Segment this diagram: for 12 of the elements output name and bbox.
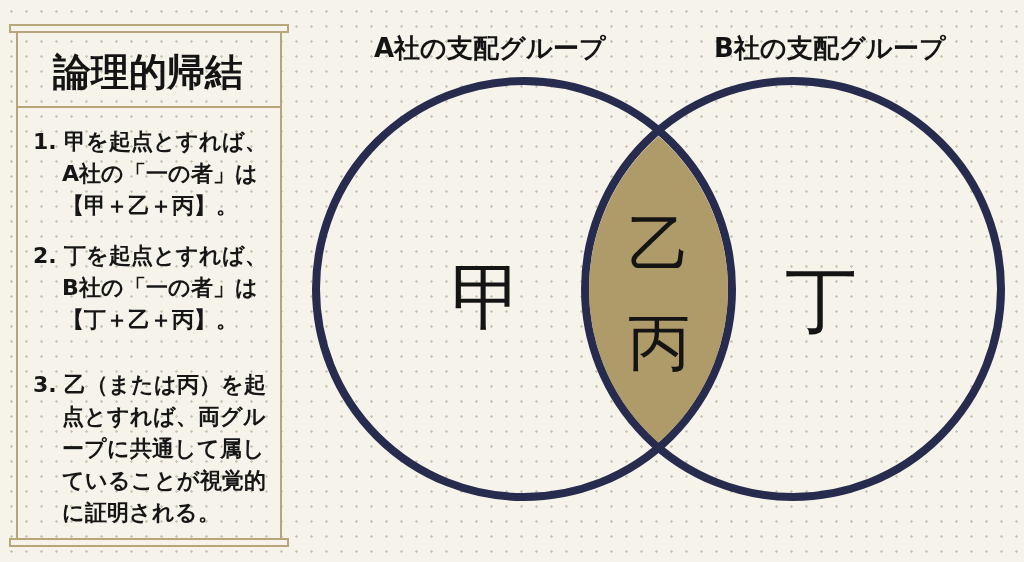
panel-heading: 論理的帰結	[53, 53, 243, 91]
list-item: 1. 甲を起点とすれば、A社の「一の者」は【甲＋乙＋丙】。	[33, 128, 269, 220]
member-label: 丁	[785, 264, 857, 336]
group-heading: B社の支配グループ	[714, 35, 946, 61]
scroll-panel	[9, 24, 289, 548]
group-heading: A社の支配グループ	[373, 35, 607, 61]
member-label: 乙	[628, 213, 690, 275]
member-label: 丙	[628, 312, 690, 374]
overlap-region	[589, 135, 728, 443]
member-label: 甲	[451, 261, 523, 333]
list-item: 2. 丁を起点とすれば、B社の「一の者」は【丁＋乙＋丙】。	[33, 242, 269, 334]
list-item: 3. 乙（または丙）を起点とすれば、両グループに共通して属していることが視覚的に証明される。	[33, 371, 268, 527]
